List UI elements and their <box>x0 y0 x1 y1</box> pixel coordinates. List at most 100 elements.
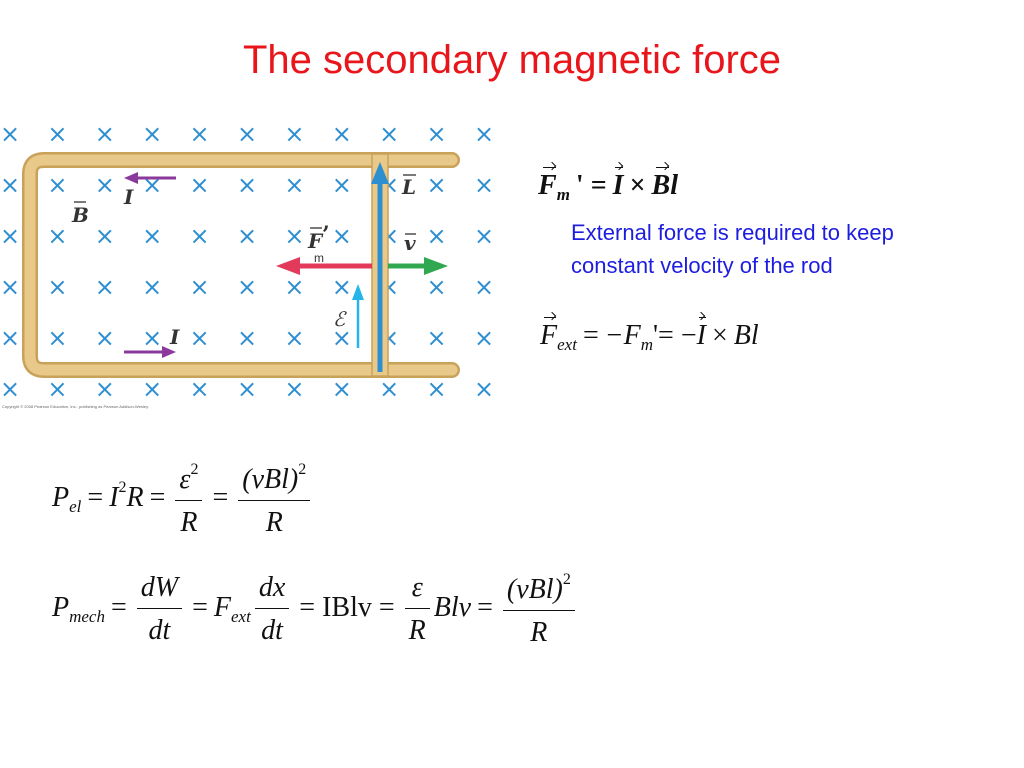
field-x-mark: × <box>332 324 352 352</box>
field-x-mark: × <box>427 222 447 250</box>
field-x-mark: × <box>190 324 210 352</box>
eq1-times: × <box>629 170 646 201</box>
eq2-F: F <box>540 317 558 351</box>
label-F-prime: ’ <box>322 222 330 248</box>
circuit-diagram: × × × × × × × × × × × × × × × × × × × × × × × × × × × × × × × × × × × × × × × ×… <box>0 120 494 409</box>
field-x-mark: × <box>190 273 210 301</box>
eq3-eq3: = <box>212 481 229 513</box>
field-x-mark: × <box>332 120 352 148</box>
eq4-dt2: dt <box>261 615 283 646</box>
field-x-mark: × <box>332 273 352 301</box>
field-x-mark: × <box>0 375 20 403</box>
label-B: B <box>71 203 89 227</box>
rails <box>22 152 460 378</box>
eq4-eq3: = IBlv = <box>299 591 395 623</box>
field-x-mark: × <box>190 375 210 403</box>
eq3-num2: (vBl) <box>242 464 299 495</box>
field-x-mark: × <box>379 120 399 148</box>
emf-arrow-head <box>352 284 364 300</box>
field-x-mark: × <box>427 120 447 148</box>
eq3-P: P <box>52 481 70 513</box>
label-I-bottom: I <box>169 325 180 349</box>
field-x-mark: × <box>427 171 447 199</box>
field-x-mark: × <box>190 171 210 199</box>
field-x-mark: × <box>474 171 494 199</box>
eq3-sub-el: el <box>69 496 82 516</box>
field-x-mark: × <box>332 171 352 199</box>
force-arrow-head <box>276 257 300 275</box>
field-x-mark: × <box>47 120 67 148</box>
field-x-mark: × <box>474 222 494 250</box>
field-x-mark: × <box>142 375 162 403</box>
field-x-mark: × <box>427 324 447 352</box>
eq4-sub-ext: ext <box>231 606 251 626</box>
field-x-mark: × <box>237 222 257 250</box>
rail-frame-fill <box>24 154 458 376</box>
eq2-I: I <box>696 317 706 351</box>
field-x-mark: × <box>95 375 115 403</box>
field-x-mark: × <box>47 324 67 352</box>
eq4-dt1: dt <box>148 615 171 646</box>
rod-current-arrow-head <box>371 162 389 184</box>
field-x-mark: × <box>237 273 257 301</box>
eq4-eq4: = <box>477 591 493 623</box>
note-line-1: External force is required to keep <box>571 220 894 245</box>
field-x-mark: × <box>47 375 67 403</box>
field-x-mark: × <box>0 120 20 148</box>
field-x-mark: × <box>332 375 352 403</box>
eq1-F: F <box>538 167 557 201</box>
eq4-dx: dx <box>258 572 286 603</box>
eq4-num4: (vBl) <box>506 574 563 605</box>
label-I-top: I <box>123 185 134 209</box>
equation-external-force: Fext=−Fm'= −I×Bl <box>540 317 759 354</box>
eq1-B: B <box>651 167 671 201</box>
note-line-2: constant velocity of the rod <box>571 253 833 278</box>
eq3-I: I <box>109 481 119 513</box>
field-x-mark: × <box>474 375 494 403</box>
label-F: F <box>307 229 324 253</box>
field-x-mark: × <box>284 324 304 352</box>
field-x-mark: × <box>237 375 257 403</box>
field-x-mark: × <box>0 324 20 352</box>
slide-title: The secondary magnetic force <box>242 38 782 82</box>
current-top-arrow-head <box>124 172 138 184</box>
magnetic-field-marks: × × × × × × × × × × × × × × × × × × × × × × × × × × × × × × × × × × × × × × × ×… <box>0 120 494 403</box>
label-emf: ℰ <box>333 307 347 331</box>
field-x-mark: × <box>142 222 162 250</box>
eq1-I: I <box>612 167 624 201</box>
label-m: m <box>314 251 324 265</box>
label-L: L <box>401 175 416 199</box>
eq3-R: R <box>126 481 144 513</box>
eq4-den3: R <box>408 615 426 646</box>
field-x-mark: × <box>284 120 304 148</box>
field-x-mark: × <box>95 324 115 352</box>
eq1-l: l <box>670 170 678 201</box>
field-x-mark: × <box>474 273 494 301</box>
eq1-sub-m: m <box>556 185 570 204</box>
field-x-mark: × <box>474 120 494 148</box>
field-x-mark: × <box>190 120 210 148</box>
eq4-F: F <box>213 591 232 623</box>
field-x-mark: × <box>427 273 447 301</box>
eq2-sub-ext: ext <box>557 335 577 354</box>
field-x-mark: × <box>47 171 67 199</box>
field-x-mark: × <box>332 222 352 250</box>
eq2-times: × <box>711 320 728 351</box>
eq4-Blv: Blv <box>433 591 472 623</box>
eq2-prime-eq: '= − <box>653 320 697 351</box>
field-x-mark: × <box>284 375 304 403</box>
eq3-eq1: = <box>87 481 104 513</box>
eq4-P: P <box>52 591 70 623</box>
equation-force-secondary: Fm ' =I×Bl <box>538 167 678 204</box>
label-v: v <box>404 231 416 255</box>
field-x-mark: × <box>47 273 67 301</box>
eq4-eps: ε <box>411 572 423 603</box>
eq3-num2-squared: 2 <box>298 461 307 478</box>
eq1-prime-eq: ' = <box>575 170 607 201</box>
